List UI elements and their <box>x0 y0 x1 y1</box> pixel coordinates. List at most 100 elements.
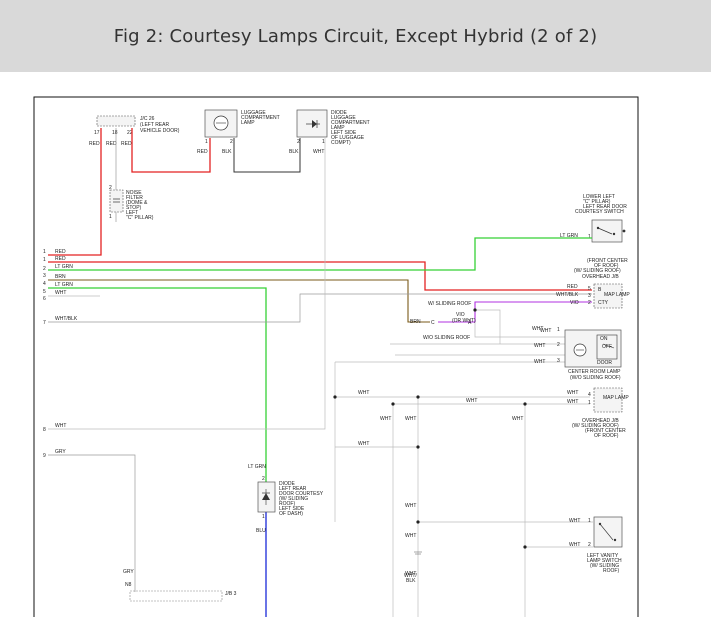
luggage-lamp-wire-1: RED <box>197 149 208 155</box>
label-pin-c: C <box>431 320 435 326</box>
pillar-switch-wire: LT GRN <box>560 233 578 239</box>
wire-ltgrn-3 <box>48 237 592 271</box>
wire-num-7: 7 <box>43 320 46 326</box>
wire-lbl-7: WHT/BLK <box>55 316 78 322</box>
wire-lbl-6: WHT <box>55 290 66 296</box>
bottom-gry: GRY <box>123 569 134 575</box>
luggage-lamp-pin-2: 2 <box>230 139 233 145</box>
diode-luggage-line-6: OF LUGGAGE <box>331 135 365 141</box>
luggage-lamp: LUGGAGE COMPARTMENT LAMP 1 2 RED BLK <box>197 109 280 155</box>
noise-filter-line-1: NOISE <box>126 190 142 196</box>
wire-blk-luggage <box>233 138 301 173</box>
room-lamp-line-1: CENTER ROOM LAMP <box>568 369 621 375</box>
wire-lbl-4: BRN <box>55 274 66 280</box>
ojb1-line-1: (FRONT CENTER <box>587 258 628 264</box>
luggage-lamp-line-2: COMPARTMENT <box>241 115 280 121</box>
pillar-switch-line-1: LOWER LEFT <box>583 194 615 200</box>
wire-num-4: 4 <box>43 281 46 287</box>
junction-connector-jc26: J/C 26 (LEFT REAR VEHICLE DOOR) 17 18 22… <box>89 115 180 147</box>
ojb2-line-2: (W/ SLIDING ROOF) <box>572 423 619 429</box>
diode-luggage-wire-2: WHT <box>313 149 324 155</box>
diode-luggage-wire-1: BLK <box>289 149 299 155</box>
bottom-wht: WHT/ <box>404 573 417 579</box>
bottom-labels: GRY N8 J/B 3 WHT/ BLK <box>123 569 417 602</box>
ojb2-line-1: OVERHEAD J/B <box>582 418 619 424</box>
vanity-lamp-switch: WHT WHT 1 2 LEFT VANITY LAMP SWITCH (W/ … <box>569 516 623 574</box>
wiring-diagram: J/C 26 (LEFT REAR VEHICLE DOOR) 17 18 22… <box>33 96 639 617</box>
room-lamp-wire-3: WHT <box>534 359 545 365</box>
diagram-area: J/C 26 (LEFT REAR VEHICLE DOOR) 17 18 22… <box>0 72 711 617</box>
wire-lbl-3: LT GRN <box>55 264 73 270</box>
wire-brn-4 <box>48 279 430 323</box>
diode-luggage: DIODE LUGGAGE COMPARTMENT LAMP LEFT SIDE… <box>289 109 370 155</box>
label-brn: BRN <box>410 319 421 325</box>
wire-vio <box>438 301 592 323</box>
ojb1-fn-2: MAP LAMP <box>604 292 630 298</box>
jc-pin-3: 22 <box>127 130 133 136</box>
ojb1-line-4: OVERHEAD J/B <box>582 274 619 280</box>
wire-ltgrn-5 <box>48 287 267 482</box>
luggage-lamp-line-3: LAMP <box>241 120 255 126</box>
jc-pin-2: 18 <box>112 130 118 136</box>
ojb1-pin-2: 3 <box>588 293 591 299</box>
title-banner: Fig 2: Courtesy Lamps Circuit, Except Hy… <box>0 0 711 72</box>
pillar-switch-pin: 1 <box>588 234 591 240</box>
vanity-switch-icon <box>599 523 614 541</box>
noise-filter-line-2: FILTER <box>126 195 143 201</box>
jc-id: J/C 26 <box>140 116 155 122</box>
luggage-lamp-pin-1: 1 <box>205 139 208 145</box>
center-room-lamp: ON OFF DOOR WHT WHT WHT 1 2 3 CENTER ROO… <box>534 327 622 381</box>
wire-lbl-5: LT GRN <box>55 282 73 288</box>
bottom-blk: BLK <box>406 578 416 584</box>
diode-door-line-3: DOOR COURTESY <box>279 491 324 497</box>
ojb1-wire-3: VIO <box>570 300 579 306</box>
ojb2-pin-2: 1 <box>588 400 591 406</box>
vanity-wire-2: WHT <box>569 542 580 548</box>
diagram-label: WHT <box>358 441 369 447</box>
diode-luggage-line-3: COMPARTMENT <box>331 120 370 126</box>
ojb1-fn-1: B <box>598 287 602 293</box>
diode-door-icon <box>262 493 270 500</box>
room-lamp-switch-icon <box>602 343 615 349</box>
room-lamp-sw-door: DOOR <box>597 360 612 366</box>
room-lamp-line-2: (W/O SLIDING ROOF) <box>570 375 621 381</box>
diagram-frame <box>33 96 639 617</box>
diode-door-line-4: (W/ SLIDING <box>279 496 308 502</box>
diode-door-line-6: LEFT SIDE <box>279 506 305 512</box>
wire-num-1: 1 <box>43 249 46 255</box>
noise-filter-pin-1: 2 <box>109 185 112 191</box>
vanity-wire-1: WHT <box>569 518 580 524</box>
wire-red-2 <box>48 261 592 291</box>
pillar-switch-line-3: LEFT REAR DOOR <box>583 204 627 210</box>
wire-lbl-8: WHT <box>55 423 66 429</box>
wire-num-5: 5 <box>43 289 46 295</box>
room-lamp-sw-on: ON <box>600 336 608 342</box>
diode-luggage-line-7: COMPT) <box>331 140 351 146</box>
wire-wht-8 <box>48 138 326 430</box>
room-lamp-wire-1: WHT <box>540 328 551 334</box>
ojb2-fn-map: MAP LAMP <box>603 395 629 401</box>
noise-filter: 2 1 NOISE FILTER (DOME & STOP) LEFT "C" … <box>109 185 154 221</box>
diagram-label: WHT <box>405 533 416 539</box>
noise-filter-pin-2: 1 <box>109 214 112 220</box>
jc-wire-3: RED <box>121 141 132 147</box>
ojb1-wire-2: WHT/BLK <box>556 292 579 298</box>
wire-gry-9 <box>48 454 136 592</box>
ojb1-fn-3: CTY <box>598 300 609 306</box>
luggage-lamp-wire-2: BLK <box>222 149 232 155</box>
wire-lbl-9: GRY <box>55 449 66 455</box>
noise-filter-line-3: (DOME & <box>126 200 148 206</box>
courtesy-switch-pillar: LOWER LEFT "C" PILLAR) LEFT REAR DOOR CO… <box>560 194 627 243</box>
room-lamp-pin-3: 3 <box>557 358 560 364</box>
diagram-label: WHT <box>358 390 369 396</box>
diagram-label: WHT <box>466 398 477 404</box>
jc-pin-1: 17 <box>94 130 100 136</box>
diode-luggage-pin-1: 2 <box>297 139 300 145</box>
wire-whtblk-7 <box>48 293 592 323</box>
jc-wire-1: RED <box>89 141 100 147</box>
page-title: Fig 2: Courtesy Lamps Circuit, Except Hy… <box>113 25 598 47</box>
wire-num-8: 8 <box>43 427 46 433</box>
wire-num-9: 9 <box>43 453 46 459</box>
room-lamp-wire-2: WHT <box>534 343 545 349</box>
noise-filter-line-6: "C" PILLAR) <box>126 215 154 221</box>
